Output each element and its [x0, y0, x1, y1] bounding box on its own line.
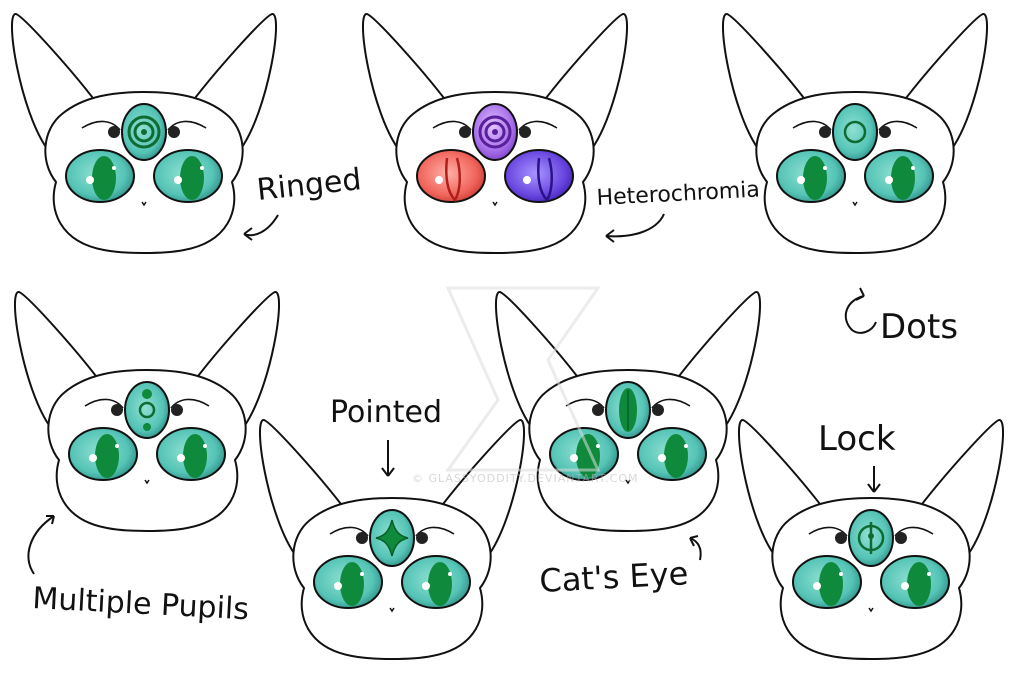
label-heterochromia: Heterochromia [596, 177, 760, 211]
label-lock: Lock [818, 419, 896, 459]
creature-multiple-pupils [13, 290, 281, 532]
creature-heterochromia [361, 12, 629, 254]
watermark-text: © GLASSYODDITY.DEVIANTART.COM [412, 472, 638, 485]
arrow-pointed [381, 440, 395, 477]
arrow-cats-eye [689, 535, 702, 561]
arrow-multiple-pupils [27, 515, 55, 575]
label-ringed: Ringed [255, 162, 363, 208]
arrow-ringed [243, 214, 279, 241]
arrow-heterochromia [605, 213, 665, 243]
label-dots: Dots [880, 307, 958, 347]
label-pointed: Pointed [330, 395, 442, 430]
watermark: © GLASSYODDITY.DEVIANTART.COM [412, 286, 638, 485]
arrow-lock [867, 466, 881, 493]
arrow-dots [844, 287, 877, 334]
creature-ringed [10, 12, 278, 254]
creature-lock [737, 418, 1005, 660]
creature-dots [721, 12, 989, 254]
label-cats-eye: Cat's Eye [538, 554, 689, 600]
creature-pointed [258, 418, 526, 660]
label-multiple-pupils: Multiple Pupils [32, 581, 250, 627]
creature-cats-eye [494, 290, 762, 532]
